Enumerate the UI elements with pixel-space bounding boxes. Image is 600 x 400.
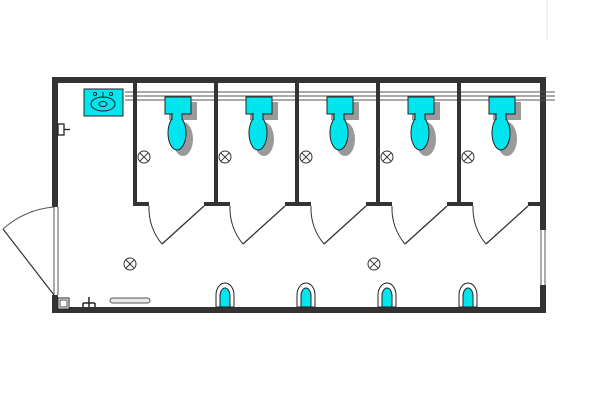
sink-tap-left xyxy=(92,91,98,97)
entry-door xyxy=(2,206,59,296)
stall-door-leaf xyxy=(485,205,529,245)
stall-partitions xyxy=(133,83,461,205)
stall-partition xyxy=(295,83,299,205)
wall-bottom xyxy=(52,307,546,313)
stall-front-segment xyxy=(447,202,461,206)
floor-faucet xyxy=(82,297,96,307)
stall-front-segment xyxy=(214,202,230,206)
stall-front-segment xyxy=(204,202,218,206)
wall-right-lower xyxy=(540,285,546,313)
wall-right-upper xyxy=(540,77,546,230)
ceiling-light xyxy=(380,150,394,164)
stall-door-swing xyxy=(229,205,244,245)
stall-partition xyxy=(457,83,461,205)
toilet-bowl xyxy=(410,115,430,151)
stall-door-leaf xyxy=(161,205,205,245)
toilet-tank xyxy=(407,96,435,115)
window-right xyxy=(540,230,546,285)
stall-door xyxy=(148,205,205,245)
toilet-bowl xyxy=(248,115,268,151)
toilet-tank xyxy=(164,96,192,115)
stall-front-segment xyxy=(457,202,473,206)
urinal xyxy=(458,282,478,308)
stall-door xyxy=(472,205,529,245)
urinal-bowl xyxy=(381,287,393,308)
stall-partition xyxy=(376,83,380,205)
toilet-tank xyxy=(245,96,273,115)
wall-left-upper xyxy=(52,77,58,207)
ceiling-light xyxy=(123,257,137,271)
ceiling-light xyxy=(218,150,232,164)
toilets xyxy=(164,96,521,156)
stall-door-leaf xyxy=(323,205,367,245)
toilet xyxy=(164,96,197,156)
ceiling-light xyxy=(299,150,313,164)
stall-front-segment xyxy=(376,202,392,206)
stall-door xyxy=(310,205,367,245)
urinal xyxy=(377,282,397,308)
stall-front-segment xyxy=(528,202,546,206)
sink-drain xyxy=(98,101,108,107)
stall-fronts xyxy=(133,202,546,206)
ceiling-light xyxy=(137,150,151,164)
toilet-bowl xyxy=(167,115,187,151)
ceiling-light xyxy=(461,150,475,164)
stall-door xyxy=(391,205,448,245)
stall-door-swing xyxy=(391,205,406,245)
floor-drain xyxy=(109,297,151,304)
outer-walls xyxy=(52,77,546,313)
stall-door-leaf xyxy=(404,205,448,245)
stall-partition xyxy=(133,83,137,205)
entry-door-leaf xyxy=(2,228,55,296)
sink xyxy=(83,88,124,117)
urinal-bowl xyxy=(219,287,231,308)
toilet-bowl xyxy=(329,115,349,151)
ceiling-light xyxy=(367,257,381,271)
stall-door-swing xyxy=(148,205,163,245)
corner-bin xyxy=(57,297,70,310)
toilet xyxy=(407,96,440,156)
stall-doors xyxy=(148,205,529,245)
urinal xyxy=(215,282,235,308)
stall-front-segment xyxy=(285,202,299,206)
toilet xyxy=(326,96,359,156)
urinal xyxy=(296,282,316,308)
urinal-bowl xyxy=(300,287,312,308)
entry-door-swing xyxy=(2,206,55,230)
stall-door xyxy=(229,205,286,245)
stall-front-segment xyxy=(366,202,380,206)
stall-door-leaf xyxy=(242,205,286,245)
urinals xyxy=(215,282,478,308)
stall-partition xyxy=(214,83,218,205)
toilet-tank xyxy=(488,96,516,115)
sink-tap-right xyxy=(108,91,114,97)
toilet xyxy=(245,96,278,156)
stall-front-segment xyxy=(295,202,311,206)
wall-top xyxy=(52,77,546,83)
urinal-bowl xyxy=(462,287,474,308)
stall-door-swing xyxy=(472,205,487,245)
toilet-tank xyxy=(326,96,354,115)
toilet-bowl xyxy=(491,115,511,151)
stall-door-swing xyxy=(310,205,325,245)
ceiling-lights xyxy=(123,150,475,271)
towel-dispenser xyxy=(57,123,70,136)
wall-left-lower xyxy=(52,295,58,313)
stall-front-segment xyxy=(133,202,149,206)
toilet xyxy=(488,96,521,156)
